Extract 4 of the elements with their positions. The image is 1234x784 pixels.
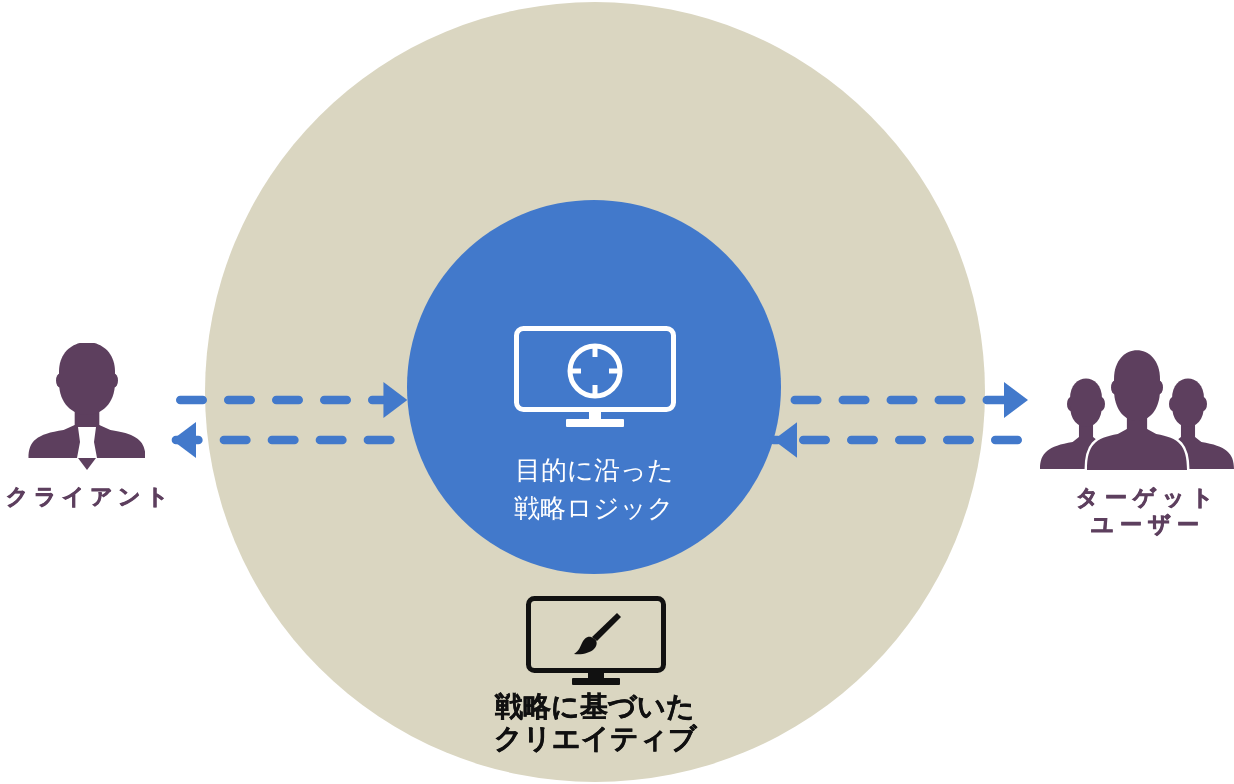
node-label: クライアント bbox=[4, 484, 174, 510]
node-label: ターゲットユーザー bbox=[1075, 484, 1221, 538]
node-label: 戦略に基づいたクリエイティブ bbox=[492, 691, 698, 755]
node-label: 目的に沿った戦略ロジック bbox=[513, 454, 675, 525]
